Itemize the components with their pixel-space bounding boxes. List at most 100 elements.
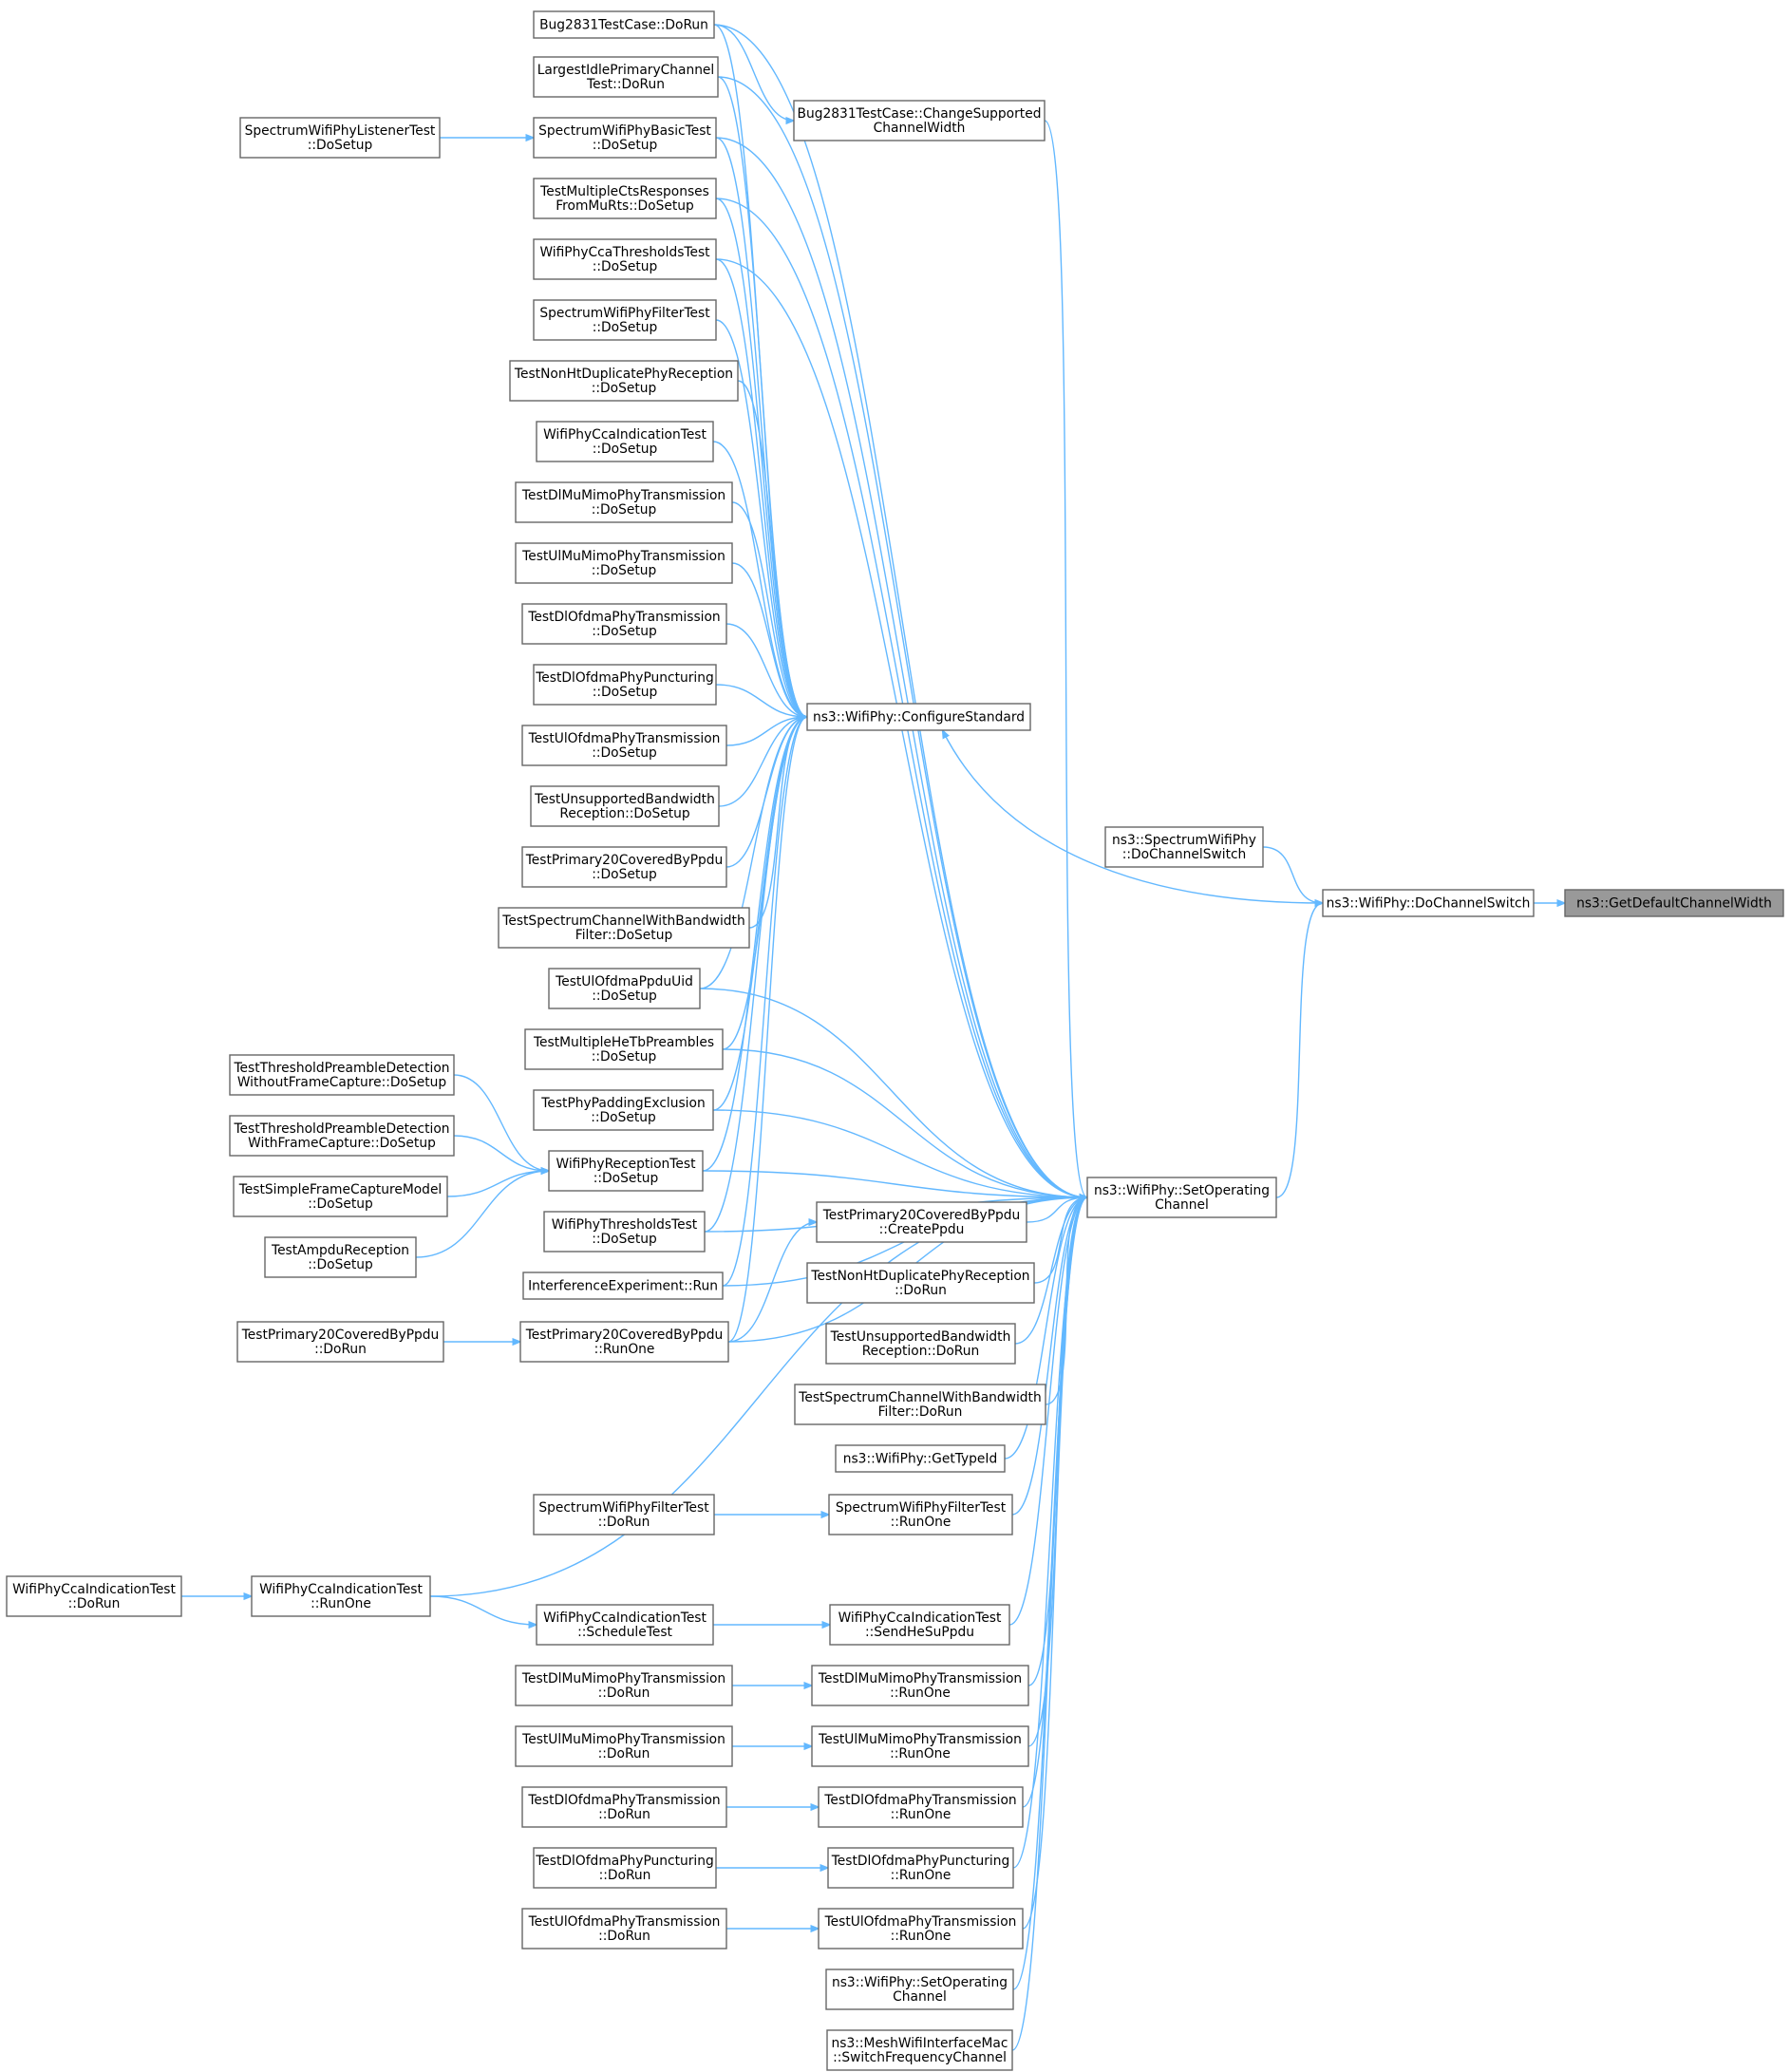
node-tulmimo_setup[interactable]: TestUlMuMimoPhyTransmission::DoSetup bbox=[515, 542, 733, 584]
node-tulmimo_dorun-label-line-1: TestUlMuMimoPhyTransmission bbox=[521, 1732, 725, 1747]
node-tmhetb_setup[interactable]: TestMultipleHeTbPreambles::DoSetup bbox=[524, 1028, 724, 1070]
node-tampdu[interactable]: TestAmpduReception::DoSetup bbox=[264, 1236, 417, 1278]
node-tp20_setup[interactable]: TestPrimary20CoveredByPpdu::DoSetup bbox=[521, 846, 727, 888]
node-wprecv_setup[interactable]: WifiPhyReceptionTest::DoSetup bbox=[548, 1150, 704, 1192]
node-wpcca_sendhe[interactable]: WifiPhyCcaIndicationTest::SendHeSuPpdu bbox=[829, 1604, 1010, 1646]
node-meshswitch-box bbox=[826, 2029, 1013, 2071]
node-wpthr_setup[interactable]: WifiPhyThresholdsTest::DoSetup bbox=[543, 1211, 706, 1253]
node-tp20_createppdu[interactable]: TestPrimary20CoveredByPpdu::CreatePpdu bbox=[816, 1201, 1027, 1243]
node-tnonht_setup-label-line-1: TestNonHtDuplicatePhyReception bbox=[514, 367, 733, 382]
node-bug_change-label-line-2: ChannelWidth bbox=[874, 121, 966, 136]
node-tp20_runone[interactable]: TestPrimary20CoveredByPpdu::RunOne bbox=[519, 1321, 729, 1363]
edge-lip_dorun-to-setop bbox=[717, 76, 1087, 1197]
node-tscbw_setup-label-line-1: TestSpectrumChannelWithBandwidth bbox=[501, 914, 744, 929]
node-tdlpunct_dorun[interactable]: TestDlOfdmaPhyPuncturing::DoRun bbox=[533, 1847, 717, 1889]
node-ttpd_w[interactable]: TestThresholdPreambleDetectionWithFrameC… bbox=[229, 1115, 455, 1157]
node-tscbw_dorun[interactable]: TestSpectrumChannelWithBandwidthFilter::… bbox=[794, 1384, 1046, 1425]
node-swpfilter_runone-label-line-2: ::RunOne bbox=[891, 1515, 952, 1530]
node-tp20_dorun[interactable]: TestPrimary20CoveredByPpdu::DoRun bbox=[236, 1321, 444, 1363]
edge-meshswitch-to-setop bbox=[1011, 1197, 1087, 2051]
node-meshswitch[interactable]: ns3::MeshWifiInterfaceMac::SwitchFrequen… bbox=[826, 2029, 1013, 2071]
node-confstd-label-line-1: ns3::WifiPhy::ConfigureStandard bbox=[813, 710, 1025, 725]
node-tnonht_setup[interactable]: TestNonHtDuplicatePhyReception::DoSetup bbox=[509, 360, 739, 402]
node-tpadding_setup[interactable]: TestPhyPaddingExclusion::DoSetup bbox=[533, 1089, 714, 1131]
node-tpadding_setup-label-line-2: ::DoSetup bbox=[591, 1110, 656, 1125]
node-tp20_createppdu-box bbox=[816, 1201, 1027, 1243]
node-tulofdma_runone-label-line-1: TestUlOfdmaPhyTransmission bbox=[824, 1914, 1017, 1930]
node-tmcts[interactable]: TestMultipleCtsResponsesFromMuRts::DoSet… bbox=[533, 178, 717, 219]
edge-tdlpunct_runone-to-setop bbox=[1012, 1197, 1087, 1869]
node-ttpd_wo-label-line-2: WithoutFrameCapture::DoSetup bbox=[237, 1075, 446, 1090]
node-spdochswitch[interactable]: ns3::SpectrumWifiPhy::DoChannelSwitch bbox=[1104, 826, 1264, 868]
node-wpcca_runone[interactable]: WifiPhyCcaIndicationTest::RunOne bbox=[251, 1575, 431, 1617]
node-tulmimo_dorun-label-line-2: ::DoRun bbox=[598, 1746, 650, 1761]
node-tdlmimo_runone[interactable]: TestDlMuMimoPhyTransmission::RunOne bbox=[811, 1665, 1029, 1706]
node-tdlmimo_dorun[interactable]: TestDlMuMimoPhyTransmission::DoRun bbox=[515, 1665, 733, 1706]
node-wpcca_sched-label-line-1: WifiPhyCcaIndicationTest bbox=[543, 1611, 707, 1626]
node-bug_dorun[interactable]: Bug2831TestCase::DoRun bbox=[533, 10, 715, 39]
node-tnonht_setup-label-line-2: ::DoSetup bbox=[592, 381, 657, 396]
node-tdlmimo_setup-label-line-2: ::DoSetup bbox=[592, 502, 657, 518]
node-swpfilter_runone[interactable]: SpectrumWifiPhyFilterTest::RunOne bbox=[828, 1494, 1013, 1535]
node-swpfilter_setup-box bbox=[533, 299, 717, 341]
node-swpfilter_dorun[interactable]: SpectrumWifiPhyFilterTest::DoRun bbox=[533, 1494, 715, 1535]
node-wpcca_dorun[interactable]: WifiPhyCcaIndicationTest::DoRun bbox=[6, 1575, 182, 1617]
node-confstd-box bbox=[806, 703, 1031, 731]
edge-tp20_runone-to-confstd bbox=[727, 717, 807, 1343]
node-tulmimo_runone[interactable]: TestUlMuMimoPhyTransmission::RunOne bbox=[811, 1725, 1029, 1767]
node-tdlpunct_dorun-label-line-1: TestDlOfdmaPhyPuncturing bbox=[535, 1854, 714, 1869]
node-tulofdma_runone-box bbox=[818, 1908, 1024, 1950]
node-tulofdma_setup[interactable]: TestUlOfdmaPhyTransmission::DoSetup bbox=[521, 725, 727, 766]
node-gettypeid[interactable]: ns3::WifiPhy::GetTypeId bbox=[835, 1444, 1006, 1473]
node-wpcca_sendhe-label-line-1: WifiPhyCcaIndicationTest bbox=[838, 1611, 1002, 1626]
node-tsfcm[interactable]: TestSimpleFrameCaptureModel::DoSetup bbox=[233, 1176, 448, 1217]
node-wpcca_thr-label-line-1: WifiPhyCcaThresholdsTest bbox=[539, 245, 710, 260]
node-wpcca_sched[interactable]: WifiPhyCcaIndicationTest::ScheduleTest bbox=[536, 1604, 714, 1646]
node-wprecv_setup-label-line-1: WifiPhyReceptionTest bbox=[556, 1157, 697, 1172]
edge-wpcca_runone-to-wpcca_sched bbox=[429, 1595, 537, 1625]
node-bug_change[interactable]: Bug2831TestCase::ChangeSupportedChannelW… bbox=[793, 100, 1046, 141]
node-tulofdma_runone[interactable]: TestUlOfdmaPhyTransmission::RunOne bbox=[818, 1908, 1024, 1950]
node-layer: ns3::GetDefaultChannelWidthns3::WifiPhy:… bbox=[6, 10, 1784, 2071]
node-swplistener[interactable]: SpectrumWifiPhyListenerTest::DoSetup bbox=[239, 117, 441, 159]
node-tdlofdma_runone[interactable]: TestDlOfdmaPhyTransmission::RunOne bbox=[818, 1786, 1024, 1828]
node-swpfilter_setup[interactable]: SpectrumWifiPhyFilterTest::DoSetup bbox=[533, 299, 717, 341]
node-tdlofdma_dorun[interactable]: TestDlOfdmaPhyTransmission::DoRun bbox=[521, 1786, 727, 1828]
node-wpcca_ind_setup[interactable]: WifiPhyCcaIndicationTest::DoSetup bbox=[536, 421, 714, 462]
node-tdlofdma_setup-box bbox=[521, 603, 727, 645]
node-tscbw_setup[interactable]: TestSpectrumChannelWithBandwidthFilter::… bbox=[498, 907, 750, 949]
node-tnonht_dorun[interactable]: TestNonHtDuplicatePhyReception::DoRun bbox=[806, 1262, 1035, 1304]
node-tulmimo_dorun[interactable]: TestUlMuMimoPhyTransmission::DoRun bbox=[515, 1725, 733, 1767]
node-swpfilter_dorun-box bbox=[533, 1494, 715, 1535]
node-tdlpunct_runone[interactable]: TestDlOfdmaPhyPuncturing::RunOne bbox=[827, 1847, 1014, 1889]
node-ttpd_w-box bbox=[229, 1115, 455, 1157]
node-tdlofdma_setup[interactable]: TestDlOfdmaPhyTransmission::DoSetup bbox=[521, 603, 727, 645]
edge-gettypeid-to-setop bbox=[1004, 1197, 1087, 1460]
node-getdefault[interactable]: ns3::GetDefaultChannelWidth bbox=[1564, 889, 1784, 917]
node-tdlmimo_dorun-label-line-1: TestDlMuMimoPhyTransmission bbox=[521, 1671, 725, 1686]
node-wpcca_thr[interactable]: WifiPhyCcaThresholdsTest::DoSetup bbox=[533, 238, 717, 280]
node-tdlpunct_dorun-label-line-2: ::DoRun bbox=[599, 1868, 651, 1883]
node-tdlmimo_setup-box bbox=[515, 481, 733, 523]
node-tp20_dorun-label-line-1: TestPrimary20CoveredByPpdu bbox=[241, 1328, 440, 1343]
node-swplistener-label-line-1: SpectrumWifiPhyListenerTest bbox=[245, 123, 436, 139]
node-swpbasic[interactable]: SpectrumWifiPhyBasicTest::DoSetup bbox=[533, 117, 717, 159]
node-ttpd_wo[interactable]: TestThresholdPreambleDetectionWithoutFra… bbox=[229, 1054, 455, 1096]
node-wpcca_ind_setup-label-line-2: ::DoSetup bbox=[593, 442, 658, 457]
node-getdefault-box bbox=[1564, 889, 1784, 917]
node-tulofdma_dorun[interactable]: TestUlOfdmaPhyTransmission::DoRun bbox=[521, 1908, 727, 1950]
node-tunsup_setup[interactable]: TestUnsupportedBandwidthReception::DoSet… bbox=[530, 785, 720, 827]
node-interf_run[interactable]: InterferenceExperiment::Run bbox=[522, 1271, 724, 1300]
node-dochswitch[interactable]: ns3::WifiPhy::DoChannelSwitch bbox=[1322, 889, 1535, 917]
node-tunsup_dorun-label-line-2: Reception::DoRun bbox=[862, 1344, 980, 1359]
node-tulppdu_setup[interactable]: TestUlOfdmaPpduUid::DoSetup bbox=[548, 968, 701, 1009]
node-tdlpunct_setup[interactable]: TestDlOfdmaPhyPuncturing::DoSetup bbox=[533, 664, 717, 706]
node-tulofdma_setup-box bbox=[521, 725, 727, 766]
node-tulofdma_dorun-label-line-1: TestUlOfdmaPhyTransmission bbox=[528, 1914, 721, 1930]
node-confstd[interactable]: ns3::WifiPhy::ConfigureStandard bbox=[806, 703, 1031, 731]
node-tdlmimo_setup[interactable]: TestDlMuMimoPhyTransmission::DoSetup bbox=[515, 481, 733, 523]
